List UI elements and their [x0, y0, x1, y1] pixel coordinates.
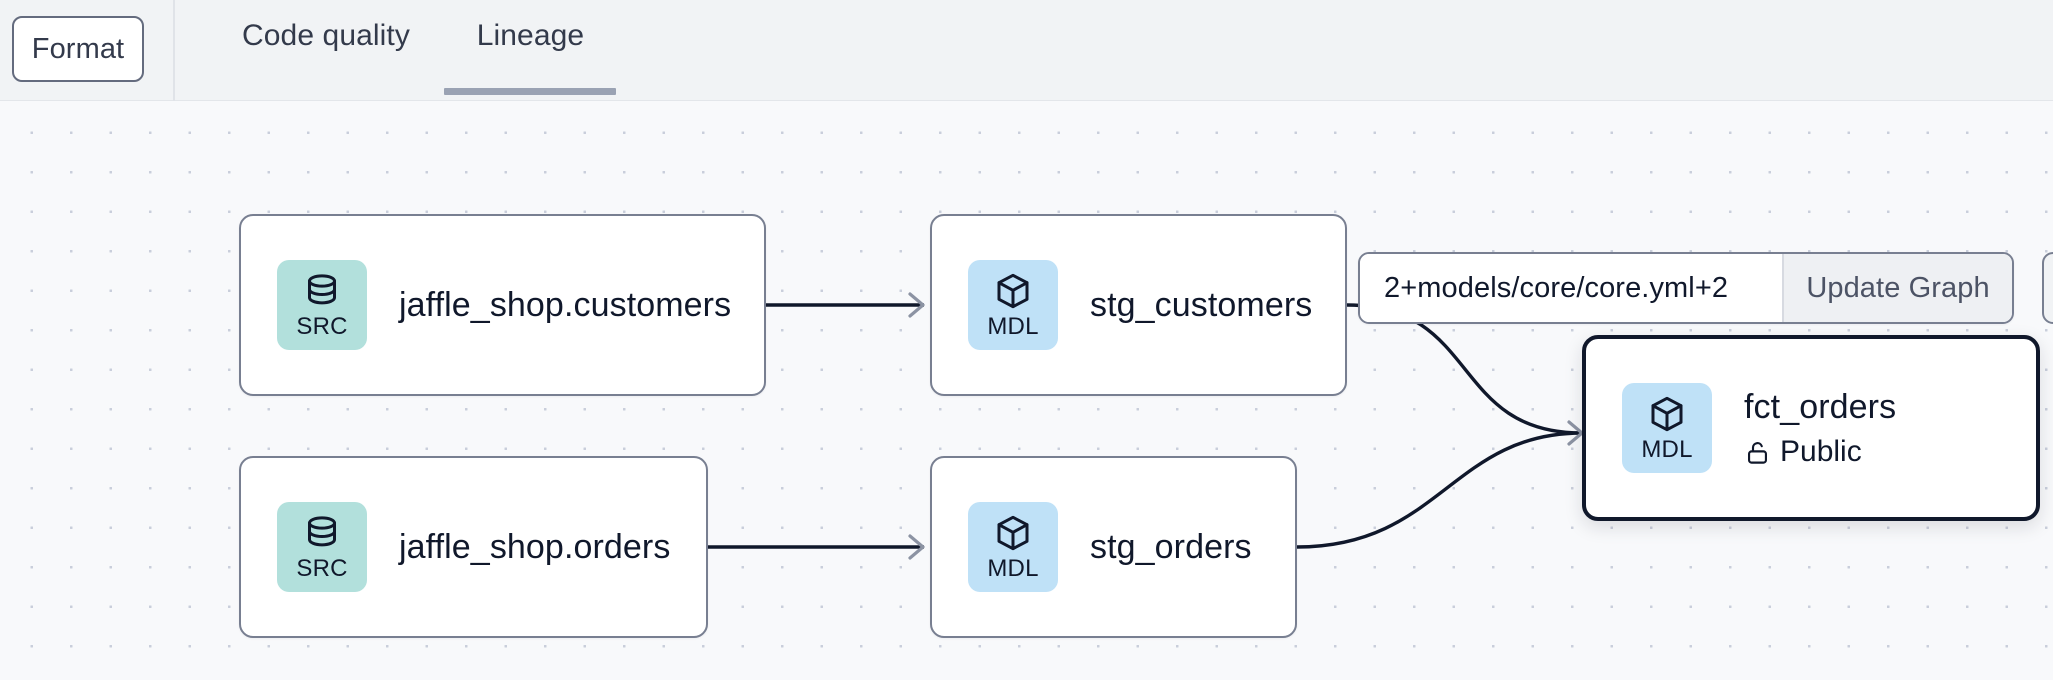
unlock-icon: [1747, 441, 1768, 464]
mdl-badge: MDL: [968, 502, 1058, 592]
cube-icon: [997, 273, 1029, 309]
lineage-node-stg-customers[interactable]: MDL stg_customers: [930, 214, 1347, 396]
node-access-badge: Public: [1744, 435, 1896, 469]
update-graph-button[interactable]: Update Graph: [1782, 254, 2012, 322]
src-badge: SRC: [277, 260, 367, 350]
tab-code-quality[interactable]: Code quality: [240, 0, 412, 101]
node-body: fct_orders Public: [1744, 387, 1896, 469]
lineage-node-fct-orders[interactable]: MDL fct_orders Public: [1582, 335, 2040, 521]
edge-customers-to-stg-customers: [765, 292, 925, 318]
header-divider: [173, 0, 175, 101]
node-body: jaffle_shop.customers: [399, 285, 731, 325]
mdl-badge-label: MDL: [987, 313, 1039, 340]
canvas-side-control[interactable]: [2042, 252, 2053, 324]
node-title: stg_customers: [1090, 286, 1313, 324]
cube-icon: [1651, 396, 1683, 432]
database-icon: [308, 274, 336, 305]
edge-stg-customers-to-fct-orders: [1346, 303, 1583, 435]
lineage-canvas[interactable]: SRC jaffle_shop.customers SRC jaffle_sho…: [0, 102, 2053, 680]
tab-bar: Code quality Lineage: [240, 0, 617, 101]
graph-selector-control: Update Graph: [1358, 252, 2014, 324]
mdl-badge-label: MDL: [987, 555, 1039, 582]
toolbar-header: Format Code quality Lineage: [0, 0, 2053, 101]
tab-code-quality-label: Code quality: [242, 19, 410, 52]
tab-lineage-label: Lineage: [476, 19, 585, 52]
node-title: jaffle_shop.customers: [399, 286, 732, 324]
cube-icon: [997, 515, 1029, 551]
src-badge: SRC: [277, 502, 367, 592]
node-body: jaffle_shop.orders: [399, 527, 670, 567]
node-title: jaffle_shop.orders: [399, 528, 671, 566]
node-body: stg_orders: [1090, 527, 1252, 567]
lineage-node-jaffle-shop-orders[interactable]: SRC jaffle_shop.orders: [239, 456, 708, 638]
lineage-node-jaffle-shop-customers[interactable]: SRC jaffle_shop.customers: [239, 214, 766, 396]
mdl-badge: MDL: [1622, 383, 1712, 473]
src-badge-label: SRC: [296, 313, 348, 340]
mdl-badge-label: MDL: [1641, 436, 1693, 463]
node-body: stg_customers: [1090, 285, 1312, 325]
dbt-selector-input[interactable]: [1360, 254, 1782, 322]
edge-stg-orders-to-fct-orders: [1296, 420, 1584, 549]
lineage-node-stg-orders[interactable]: MDL stg_orders: [930, 456, 1297, 638]
database-icon: [308, 516, 336, 547]
node-title: fct_orders: [1744, 388, 1897, 426]
node-title: stg_orders: [1090, 528, 1252, 566]
format-button[interactable]: Format: [12, 16, 144, 82]
mdl-badge: MDL: [968, 260, 1058, 350]
node-access-label: Public: [1780, 435, 1862, 468]
edge-orders-to-stg-orders: [707, 534, 925, 560]
src-badge-label: SRC: [296, 555, 348, 582]
tab-lineage[interactable]: Lineage: [444, 0, 617, 101]
